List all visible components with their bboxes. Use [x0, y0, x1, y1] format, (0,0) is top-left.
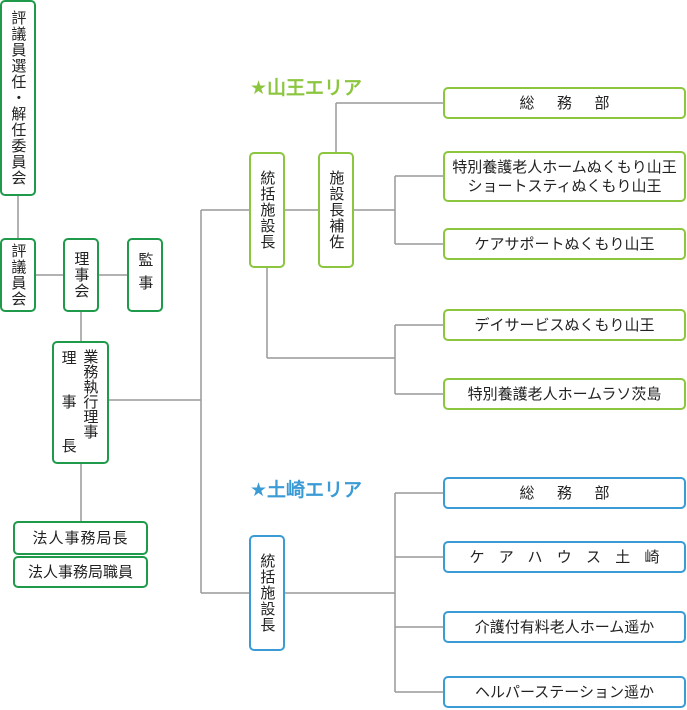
- tsuchizaki-tokatsu-box: 統括施設長: [249, 535, 285, 651]
- sanno-day-service-box: デイサービスぬくもり山王: [443, 309, 686, 341]
- sanno-tokuyo-label: 特別養護老人ホームぬくもり山王: [452, 157, 677, 176]
- rijicho-column: 理 事 長: [62, 343, 77, 462]
- sanno-care-support-box: ケアサポートぬくもり山王: [443, 228, 686, 260]
- sanno-short-label: ショートスティぬくもり山王: [467, 176, 662, 195]
- tsuchizaki-yuryo-label: 介護付有料老人ホーム遥か: [474, 617, 655, 636]
- sanno-day-service-label: デイサービスぬくもり山王: [474, 315, 655, 334]
- rijicho-char-3: 長: [61, 437, 77, 456]
- hojin-kyokucho-label: 法人事務局長: [32, 528, 129, 547]
- tsuchizaki-carehouse-box: ケアハウス土崎: [443, 541, 686, 573]
- kanji-label: 監事: [136, 252, 155, 298]
- sanno-care-support-label: ケアサポートぬくもり山王: [474, 234, 655, 253]
- tsuchizaki-helper-box: ヘルパーステーション遥か: [443, 676, 686, 708]
- sanno-area-label: ★山王エリア: [250, 77, 363, 99]
- hyogiin-kai-box: 評議員会: [0, 238, 36, 312]
- sanno-hosa-box: 施設長補佐: [318, 152, 354, 268]
- rijicho-char-1: 理: [61, 349, 77, 367]
- tsuchizaki-somu-box: 総務部: [443, 477, 686, 509]
- tsuchizaki-yuryo-box: 介護付有料老人ホーム遥か: [443, 611, 686, 643]
- sanno-raso-box: 特別養護老人ホームラソ茨島: [443, 378, 686, 410]
- sanno-tokatsu-label: 統括施設長: [258, 170, 277, 250]
- sanno-tokuyo-short-box: 特別養護老人ホームぬくもり山王 ショートスティぬくもり山王: [443, 151, 686, 202]
- tsuchizaki-somu-label: 総務部: [519, 483, 632, 502]
- hojin-kyokucho-box: 法人事務局長: [13, 521, 148, 555]
- hyogiin-kai-label: 評議員会: [9, 243, 28, 307]
- rijikai-label: 理事会: [72, 251, 91, 299]
- tsuchizaki-carehouse-label: ケアハウス土崎: [469, 547, 674, 566]
- hojin-shokuin-box: 法人事務局職員: [13, 556, 148, 588]
- kanji-box: 監事: [127, 238, 163, 312]
- gyomu-shikko-label: 業務執行理事: [81, 349, 100, 439]
- rijicho-char-2: 事: [61, 393, 77, 412]
- hyogiin-senin-box: 評議員選任・解任委員会: [0, 0, 36, 196]
- sanno-somu-label: 総務部: [519, 93, 632, 112]
- tsuchizaki-helper-label: ヘルパーステーション遥か: [475, 682, 654, 701]
- sanno-somu-box: 総務部: [443, 87, 686, 119]
- tsuchizaki-tokatsu-label: 統括施設長: [258, 553, 277, 633]
- sanno-raso-label: 特別養護老人ホームラソ茨島: [467, 384, 662, 403]
- sanno-hosa-label: 施設長補佐: [327, 170, 346, 250]
- rijikai-box: 理事会: [63, 238, 99, 312]
- sanno-tokatsu-box: 統括施設長: [249, 152, 285, 268]
- gyomu-shikko-box: 業務執行理事 理 事 長: [52, 341, 109, 464]
- hyogiin-senin-label: 評議員選任・解任委員会: [9, 10, 28, 186]
- hojin-shokuin-label: 法人事務局職員: [27, 562, 133, 581]
- tsuchizaki-area-label: ★土崎エリア: [250, 479, 363, 501]
